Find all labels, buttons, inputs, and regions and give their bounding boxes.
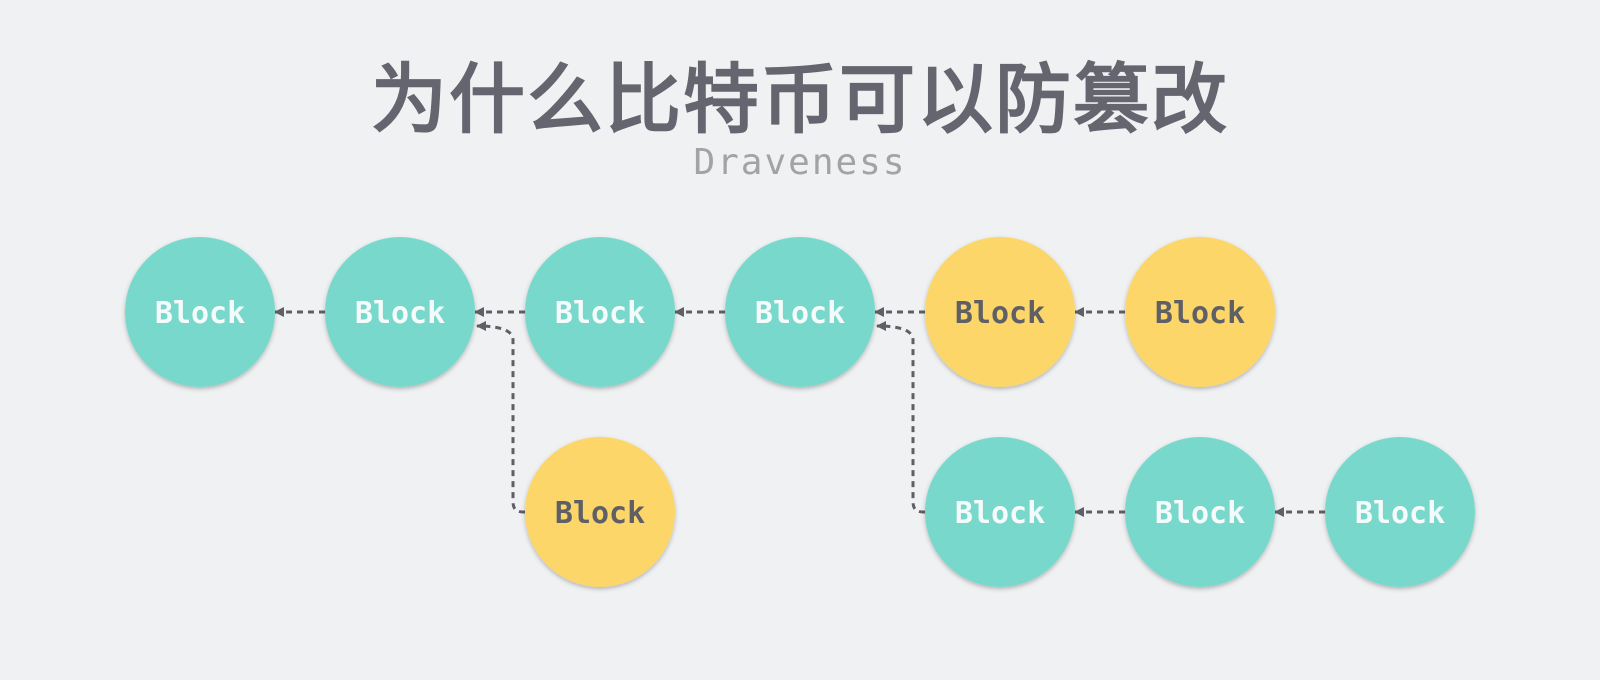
block-circle-8 [925,437,1075,587]
page-subtitle: Draveness [693,142,907,183]
block-node-9: Block [1125,437,1275,587]
block-node-1: Block [125,237,275,387]
block-node-5: Block [925,237,1075,387]
block-circle-5 [925,237,1075,387]
block-circle-10 [1325,437,1475,587]
block-circle-7 [525,437,675,587]
block-node-2: Block [325,237,475,387]
block-label-6: Block [1155,296,1245,331]
block-node-4: Block [725,237,875,387]
block-circle-9 [1125,437,1275,587]
block-label-9: Block [1155,496,1245,531]
block-node-6: Block [1125,237,1275,387]
block-label-1: Block [155,296,245,331]
page-title: 为什么比特币可以防篡改 [371,55,1229,144]
block-circle-2 [325,237,475,387]
block-node-8: Block [925,437,1075,587]
block-circle-6 [1125,237,1275,387]
block-label-8: Block [955,496,1045,531]
block-node-10: Block [1325,437,1475,587]
edge-b8-to-b4 [876,321,925,514]
block-node-3: Block [525,237,675,387]
block-node-7: Block [525,437,675,587]
block-label-10: Block [1355,496,1445,531]
block-circle-1 [125,237,275,387]
block-label-4: Block [755,296,845,331]
edge-b7-to-b2 [476,321,525,514]
block-label-7: Block [555,496,645,531]
block-label-5: Block [955,296,1045,331]
edges-layer [274,307,1325,517]
block-circle-4 [725,237,875,387]
block-circle-3 [525,237,675,387]
block-label-2: Block [355,296,445,331]
block-label-3: Block [555,296,645,331]
